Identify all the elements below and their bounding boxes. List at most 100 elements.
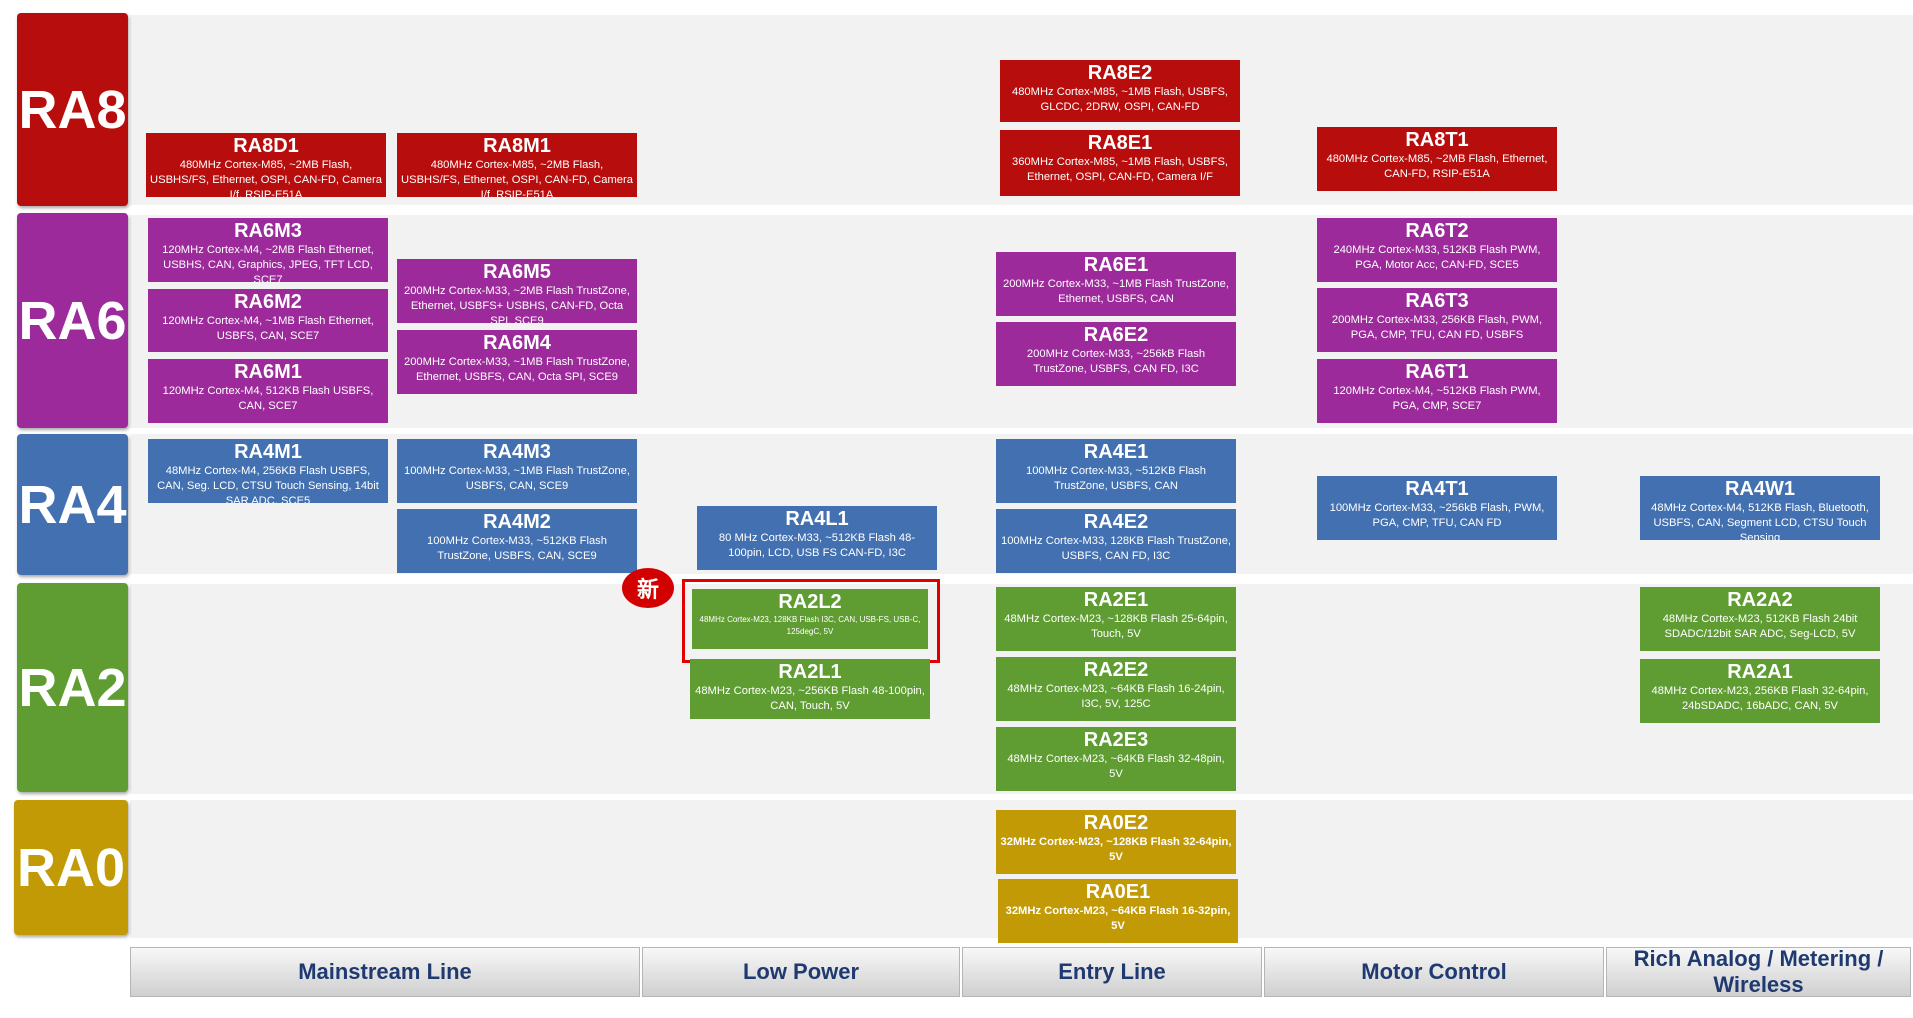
chip-ra2e2[interactable]: RA2E2 48MHz Cortex-M23, ~64KB Flash 16-2… xyxy=(996,657,1236,721)
chip-name: RA6M3 xyxy=(234,220,302,242)
chip-desc: 120MHz Cortex-M4, ~512KB Flash PWM, PGA,… xyxy=(1333,385,1541,413)
chip-ra6t2[interactable]: RA6T2 240MHz Cortex-M33, 512KB Flash PWM… xyxy=(1317,218,1557,282)
chip-name: RA0E2 xyxy=(1083,812,1149,834)
chip-desc: 200MHz Cortex-M33, ~1MB Flash TrustZone,… xyxy=(403,356,630,384)
chip-ra6t1[interactable]: RA6T1 120MHz Cortex-M4, ~512KB Flash PWM… xyxy=(1317,359,1557,423)
chip-desc: 100MHz Cortex-M33, ~512KB Flash TrustZon… xyxy=(426,535,607,563)
chip-ra4m2[interactable]: RA4M2 100MHz Cortex-M33, ~512KB Flash Tr… xyxy=(397,509,637,573)
chip-desc: 48MHz Cortex-M23, 256KB Flash 32-64pin, … xyxy=(1651,685,1869,713)
chip-ra4m1[interactable]: RA4M1 48MHz Cortex-M4, 256KB Flash USBFS… xyxy=(148,439,388,503)
chip-ra2e1[interactable]: RA2E1 48MHz Cortex-M23, ~128KB Flash 25-… xyxy=(996,587,1236,651)
chip-ra4e2[interactable]: RA4E2 100MHz Cortex-M33, 128KB Flash Tru… xyxy=(996,509,1236,573)
chip-desc: 200MHz Cortex-M33, ~256kB Flash TrustZon… xyxy=(1026,348,1206,376)
chip-name: RA4M3 xyxy=(483,441,551,463)
chip-name: RA4M2 xyxy=(483,511,551,533)
chip-ra8t1[interactable]: RA8T1 480MHz Cortex-M85, ~2MB Flash, Eth… xyxy=(1317,127,1557,191)
chip-desc: 100MHz Cortex-M33, ~512KB Flash TrustZon… xyxy=(1025,465,1206,493)
chip-name: RA6E2 xyxy=(1083,324,1149,346)
chip-ra2a2[interactable]: RA2A2 48MHz Cortex-M23, 512KB Flash 24bi… xyxy=(1640,587,1880,651)
chip-desc: 48MHz Cortex-M23, ~64KB Flash 32-48pin, … xyxy=(1007,753,1225,781)
chip-ra8m1[interactable]: RA8M1 480MHz Cortex-M85, ~2MB Flash, USB… xyxy=(397,133,637,197)
chip-name: RA4E2 xyxy=(1083,511,1149,533)
chip-desc: 80 MHz Cortex-M33, ~512KB Flash 48-100pi… xyxy=(718,532,916,560)
chip-ra0e1[interactable]: RA0E1 32MHz Cortex-M23, ~64KB Flash 16-3… xyxy=(998,879,1238,943)
chip-ra6m3[interactable]: RA6M3 120MHz Cortex-M4, ~2MB Flash Ether… xyxy=(148,218,388,282)
family-label-ra0: RA0 xyxy=(14,800,128,935)
chip-desc: 200MHz Cortex-M33, ~1MB Flash TrustZone,… xyxy=(1002,278,1229,306)
chip-name: RA6T2 xyxy=(1405,220,1469,242)
chip-ra4w1[interactable]: RA4W1 48MHz Cortex-M4, 512KB Flash, Blue… xyxy=(1640,476,1880,540)
chip-ra6m5[interactable]: RA6M5 200MHz Cortex-M33, ~2MB Flash Trus… xyxy=(397,259,637,323)
chip-ra4t1[interactable]: RA4T1 100MHz Cortex-M33, ~256kB Flash, P… xyxy=(1317,476,1557,540)
chip-ra2a1[interactable]: RA2A1 48MHz Cortex-M23, 256KB Flash 32-6… xyxy=(1640,659,1880,723)
chip-desc: 480MHz Cortex-M85, ~1MB Flash, USBFS, GL… xyxy=(1011,86,1229,114)
chip-name: RA2E2 xyxy=(1083,659,1149,681)
chip-desc: 120MHz Cortex-M4, ~2MB Flash Ethernet, U… xyxy=(162,244,374,282)
chip-desc: 48MHz Cortex-M4, 256KB Flash USBFS, CAN,… xyxy=(157,465,379,503)
family-label-ra2: RA2 xyxy=(17,583,128,792)
chip-desc: 120MHz Cortex-M4, 512KB Flash USBFS, CAN… xyxy=(162,385,374,413)
chip-name: RA2A1 xyxy=(1727,661,1793,683)
chip-name: RA4W1 xyxy=(1724,478,1795,500)
chip-desc: 200MHz Cortex-M33, 256KB Flash, PWM, PGA… xyxy=(1331,314,1543,342)
chip-ra6e2[interactable]: RA6E2 200MHz Cortex-M33, ~256kB Flash Tr… xyxy=(996,322,1236,386)
column-header-low-power: Low Power xyxy=(642,947,960,997)
chip-ra6m4[interactable]: RA6M4 200MHz Cortex-M33, ~1MB Flash Trus… xyxy=(397,330,637,394)
chip-name: RA4E1 xyxy=(1083,441,1149,463)
chip-ra6m2[interactable]: RA6M2 120MHz Cortex-M4, ~1MB Flash Ether… xyxy=(148,289,388,352)
family-label-ra6: RA6 xyxy=(17,213,128,428)
chip-desc: 100MHz Cortex-M33, ~256kB Flash, PWM, PG… xyxy=(1329,502,1545,530)
chip-desc: 48MHz Cortex-M23, ~256KB Flash 48-100pin… xyxy=(695,685,925,713)
chip-ra8e2[interactable]: RA8E2 480MHz Cortex-M85, ~1MB Flash, USB… xyxy=(1000,60,1240,122)
column-header-motor: Motor Control xyxy=(1264,947,1604,997)
chip-desc: 100MHz Cortex-M33, ~1MB Flash TrustZone,… xyxy=(403,465,630,493)
chip-desc: 480MHz Cortex-M85, ~2MB Flash, USBHS/FS,… xyxy=(401,159,633,197)
column-header-analog: Rich Analog / Metering / Wireless xyxy=(1606,946,1911,997)
chip-name: RA6M4 xyxy=(483,332,551,354)
chip-name: RA8E2 xyxy=(1087,62,1153,84)
chip-ra8d1[interactable]: RA8D1 480MHz Cortex-M85, ~2MB Flash, USB… xyxy=(146,133,386,197)
chip-ra2l2[interactable]: RA2L2 48MHz Cortex-M23, 128KB Flash I3C,… xyxy=(692,589,928,649)
chip-ra4e1[interactable]: RA4E1 100MHz Cortex-M33, ~512KB Flash Tr… xyxy=(996,439,1236,503)
chip-name: RA8E1 xyxy=(1087,132,1153,154)
family-label-ra8: RA8 xyxy=(17,13,128,206)
chip-ra0e2[interactable]: RA0E2 32MHz Cortex-M23, ~128KB Flash 32-… xyxy=(996,810,1236,874)
column-header-mainstream: Mainstream Line xyxy=(130,947,640,997)
chip-desc: 240MHz Cortex-M33, 512KB Flash PWM, PGA,… xyxy=(1333,244,1541,272)
chip-ra4l1[interactable]: RA4L1 80 MHz Cortex-M33, ~512KB Flash 48… xyxy=(697,506,937,570)
chip-desc: 48MHz Cortex-M23, 128KB Flash I3C, CAN, … xyxy=(699,615,921,636)
chip-name: RA8M1 xyxy=(483,135,551,157)
chip-name: RA6T3 xyxy=(1405,290,1469,312)
chip-desc: 48MHz Cortex-M23, ~128KB Flash 25-64pin,… xyxy=(1004,613,1228,641)
chip-desc: 32MHz Cortex-M23, ~64KB Flash 16-32pin, … xyxy=(1005,905,1231,933)
chip-name: RA4L1 xyxy=(785,508,849,530)
chip-name: RA2L1 xyxy=(778,661,842,683)
chip-desc: 48MHz Cortex-M23, ~64KB Flash 16-24pin, … xyxy=(1007,683,1225,711)
chip-desc: 360MHz Cortex-M85, ~1MB Flash, USBFS, Et… xyxy=(1011,156,1229,184)
chip-name: RA8D1 xyxy=(233,135,299,157)
chip-ra6t3[interactable]: RA6T3 200MHz Cortex-M33, 256KB Flash, PW… xyxy=(1317,288,1557,352)
chip-desc: 120MHz Cortex-M4, ~1MB Flash Ethernet, U… xyxy=(162,315,374,343)
new-badge: 新 xyxy=(622,568,674,608)
family-label-ra4: RA4 xyxy=(17,434,128,575)
chip-name: RA6M1 xyxy=(234,361,302,383)
chip-ra8e1[interactable]: RA8E1 360MHz Cortex-M85, ~1MB Flash, USB… xyxy=(1000,130,1240,196)
chip-name: RA8T1 xyxy=(1405,129,1469,151)
chip-desc: 480MHz Cortex-M85, ~2MB Flash, USBHS/FS,… xyxy=(150,159,382,197)
chip-ra6e1[interactable]: RA6E1 200MHz Cortex-M33, ~1MB Flash Trus… xyxy=(996,252,1236,316)
chip-name: RA6M2 xyxy=(234,291,302,313)
chip-name: RA2L2 xyxy=(778,591,842,613)
chip-name: RA6M5 xyxy=(483,261,551,283)
chip-name: RA4T1 xyxy=(1405,478,1469,500)
chip-ra2e3[interactable]: RA2E3 48MHz Cortex-M23, ~64KB Flash 32-4… xyxy=(996,727,1236,791)
chip-ra6m1[interactable]: RA6M1 120MHz Cortex-M4, 512KB Flash USBF… xyxy=(148,359,388,423)
chip-desc: 100MHz Cortex-M33, 128KB Flash TrustZone… xyxy=(1000,535,1232,563)
chip-name: RA2A2 xyxy=(1727,589,1793,611)
chip-ra2l1[interactable]: RA2L1 48MHz Cortex-M23, ~256KB Flash 48-… xyxy=(690,659,930,719)
chip-name: RA6T1 xyxy=(1405,361,1469,383)
column-header-entry: Entry Line xyxy=(962,947,1262,997)
chip-desc: 200MHz Cortex-M33, ~2MB Flash TrustZone,… xyxy=(403,285,630,323)
chip-desc: 48MHz Cortex-M23, 512KB Flash 24bit SDAD… xyxy=(1662,613,1858,641)
chip-ra4m3[interactable]: RA4M3 100MHz Cortex-M33, ~1MB Flash Trus… xyxy=(397,439,637,503)
